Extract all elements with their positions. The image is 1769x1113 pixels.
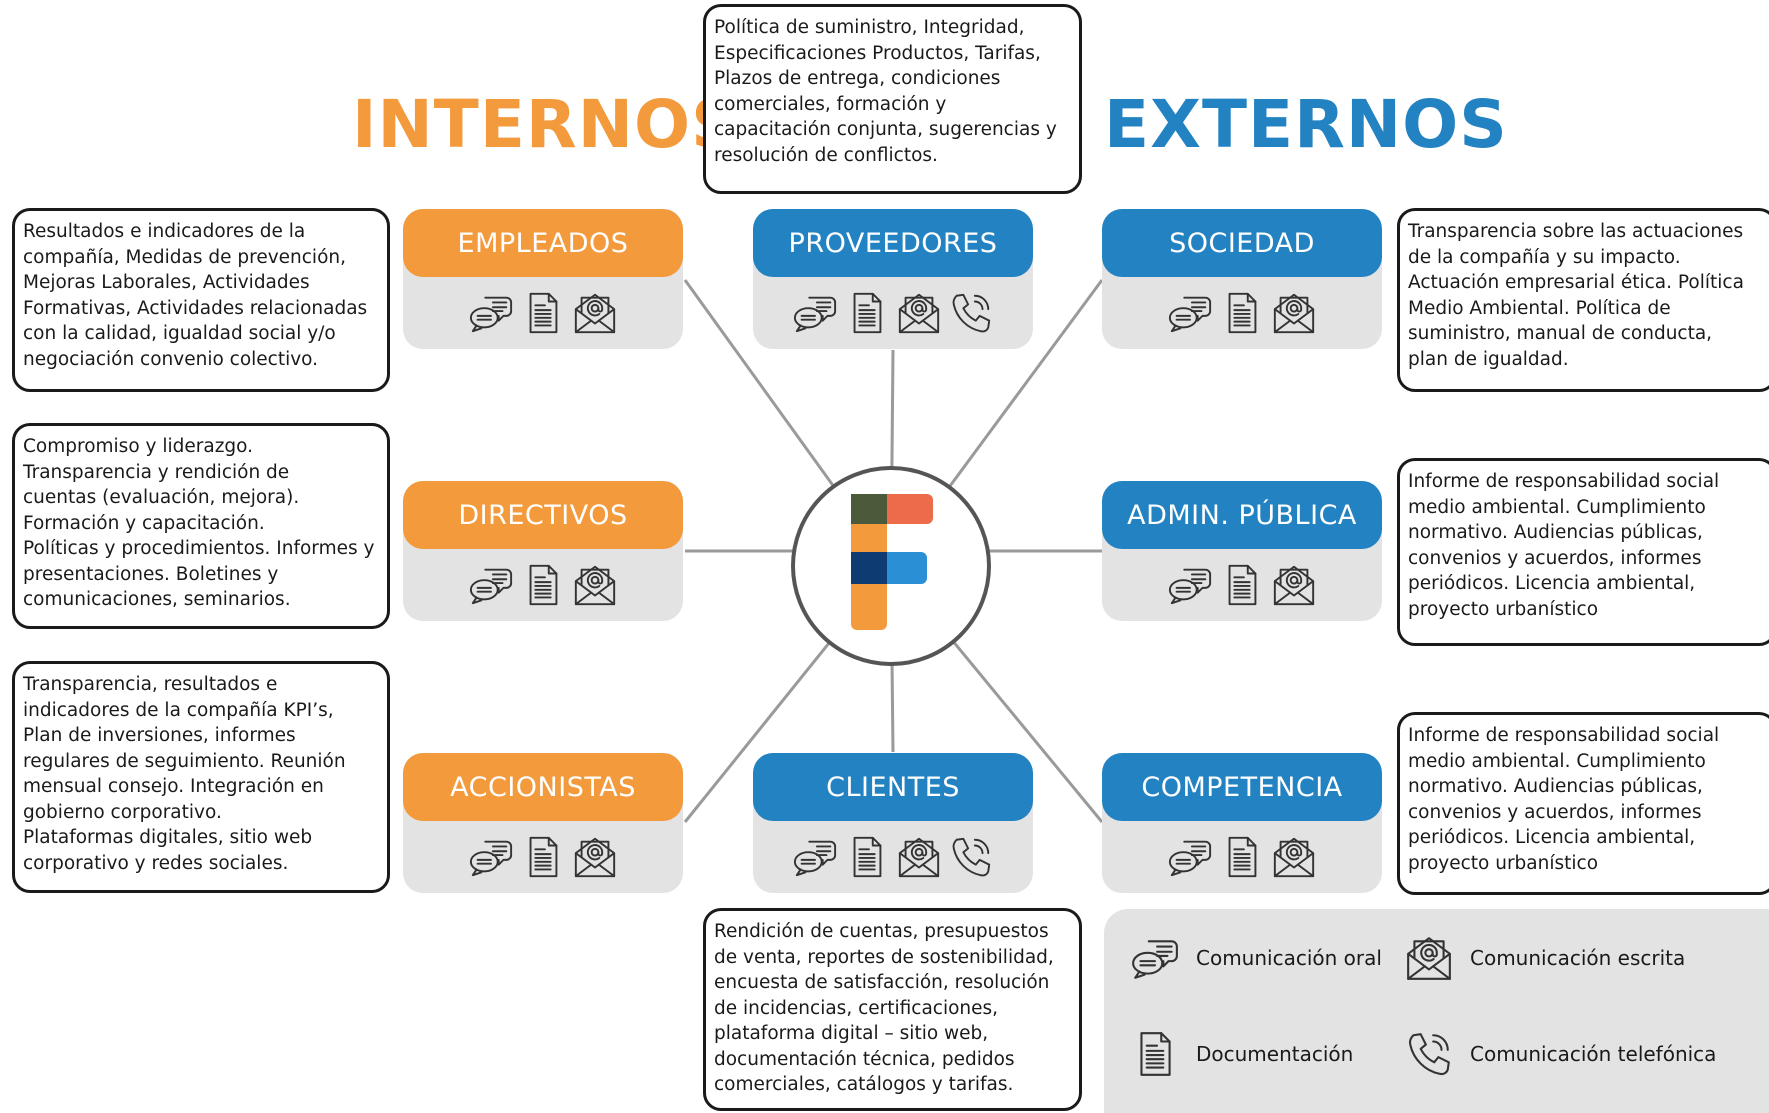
card-icons-proveedores: [753, 277, 1033, 349]
legend: Comunicación oral Comunicación escrita D…: [1104, 909, 1769, 1113]
oral-communication-icon: [792, 834, 838, 880]
oral-communication-icon: [1167, 290, 1213, 336]
oral-communication-icon: [468, 834, 514, 880]
logo-mid-blue-block: [887, 552, 927, 584]
phone-icon: [948, 290, 994, 336]
card-competencia: COMPETENCIA: [1102, 753, 1382, 893]
card-directivos: DIRECTIVOS: [403, 481, 683, 621]
documentation-icon: [1219, 562, 1265, 608]
description-competencia: Informe de responsabilidad social medio …: [1397, 712, 1769, 895]
card-icons-clientes: [753, 821, 1033, 893]
description-sociedad: Transparencia sobre las actuaciones de l…: [1397, 208, 1769, 392]
email-icon: [1404, 933, 1454, 983]
card-clientes: CLIENTES: [753, 753, 1033, 893]
email-icon: [1271, 562, 1317, 608]
card-title-competencia: COMPETENCIA: [1102, 753, 1382, 821]
card-icons-sociedad: [1102, 277, 1382, 349]
card-icons-admin: [1102, 549, 1382, 621]
email-icon: [1271, 834, 1317, 880]
card-title-admin: ADMIN. PÚBLICA: [1102, 481, 1382, 549]
card-icons-directivos: [403, 549, 683, 621]
oral-communication-icon: [1130, 933, 1180, 983]
card-accionistas: ACCIONISTAS: [403, 753, 683, 893]
company-logo: [851, 494, 933, 630]
logo-orange-block: [851, 524, 887, 552]
documentation-icon: [1130, 1029, 1180, 1079]
logo-navy-block: [851, 552, 887, 584]
documentation-icon: [520, 834, 566, 880]
card-title-clientes: CLIENTES: [753, 753, 1033, 821]
oral-communication-icon: [468, 290, 514, 336]
documentation-icon: [1219, 834, 1265, 880]
phone-icon: [948, 834, 994, 880]
description-empleados: Resultados e indicadores de la compañía,…: [12, 208, 390, 392]
documentation-icon: [844, 834, 890, 880]
card-title-proveedores: PROVEEDORES: [753, 209, 1033, 277]
description-directivos: Compromiso y liderazgo. Transparencia y …: [12, 423, 390, 629]
legend-item-phone: Comunicación telefónica: [1404, 1029, 1716, 1079]
legend-item-documentation: Documentación: [1130, 1029, 1353, 1079]
documentation-icon: [844, 290, 890, 336]
legend-label-phone: Comunicación telefónica: [1470, 1042, 1717, 1066]
card-title-empleados: EMPLEADOS: [403, 209, 683, 277]
email-icon: [896, 834, 942, 880]
company-logo-hub: [791, 466, 991, 666]
card-icons-accionistas: [403, 821, 683, 893]
legend-item-written: Comunicación escrita: [1404, 933, 1685, 983]
oral-communication-icon: [1167, 562, 1213, 608]
description-clientes: Rendición de cuentas, presupuestos de ve…: [703, 908, 1082, 1111]
card-icons-empleados: [403, 277, 683, 349]
description-proveedores: Política de suministro, Integridad, Espe…: [703, 4, 1082, 194]
documentation-icon: [520, 290, 566, 336]
card-admin: ADMIN. PÚBLICA: [1102, 481, 1382, 621]
email-icon: [896, 290, 942, 336]
legend-item-oral: Comunicación oral: [1130, 933, 1382, 983]
description-accionistas: Transparencia, resultados e indicadores …: [12, 661, 390, 893]
oral-communication-icon: [1167, 834, 1213, 880]
email-icon: [572, 834, 618, 880]
logo-bottom-orange-block: [851, 584, 887, 630]
card-icons-competencia: [1102, 821, 1382, 893]
card-title-directivos: DIRECTIVOS: [403, 481, 683, 549]
oral-communication-icon: [792, 290, 838, 336]
documentation-icon: [1219, 290, 1265, 336]
legend-label-written: Comunicación escrita: [1470, 946, 1686, 970]
card-proveedores: PROVEEDORES: [753, 209, 1033, 349]
email-icon: [572, 562, 618, 608]
card-sociedad: SOCIEDAD: [1102, 209, 1382, 349]
internal-heading: INTERNOS: [352, 86, 740, 163]
email-icon: [1271, 290, 1317, 336]
logo-top-dark-block: [851, 494, 887, 524]
logo-top-coral-block: [887, 494, 933, 524]
legend-label-oral: Comunicación oral: [1196, 946, 1382, 970]
external-heading: EXTERNOS: [1104, 86, 1508, 163]
documentation-icon: [520, 562, 566, 608]
card-title-accionistas: ACCIONISTAS: [403, 753, 683, 821]
card-title-sociedad: SOCIEDAD: [1102, 209, 1382, 277]
legend-label-documentation: Documentación: [1196, 1042, 1354, 1066]
phone-icon: [1404, 1029, 1454, 1079]
oral-communication-icon: [468, 562, 514, 608]
card-empleados: EMPLEADOS: [403, 209, 683, 349]
email-icon: [572, 290, 618, 336]
description-admin: Informe de responsabilidad social medio …: [1397, 458, 1769, 646]
